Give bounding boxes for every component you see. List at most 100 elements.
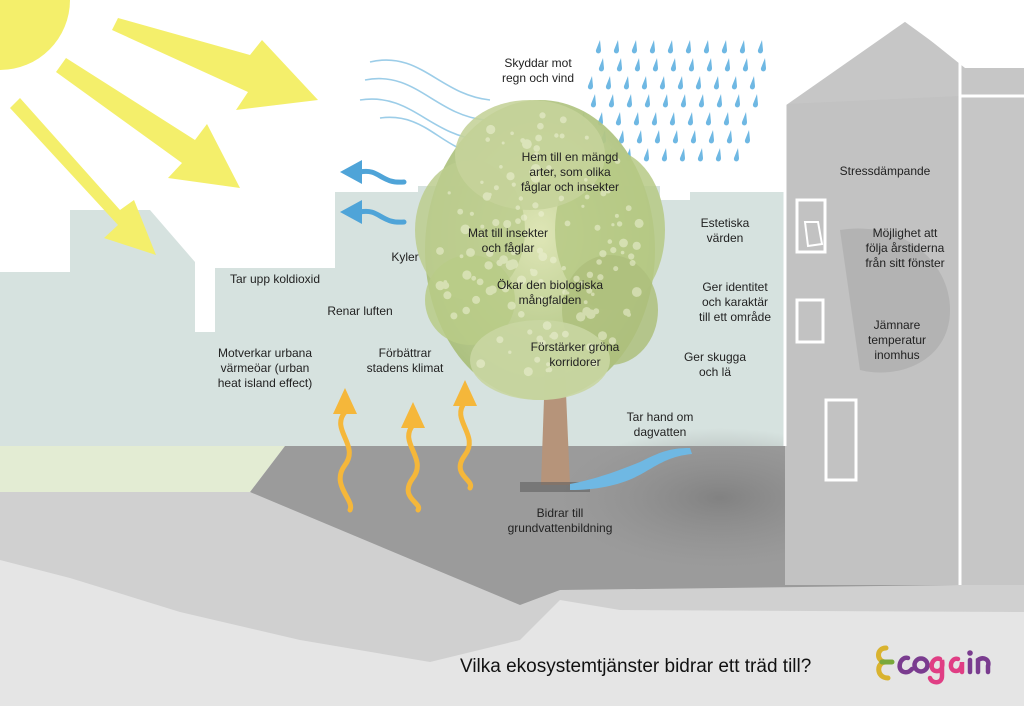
- foliage-speck: [546, 165, 552, 171]
- foliage-speck: [634, 218, 644, 228]
- house: [785, 20, 1024, 585]
- label-food-insects-birds: Mat till insekter och fåglar: [467, 226, 549, 255]
- foliage-speck: [547, 367, 553, 373]
- foliage-speck: [534, 356, 541, 363]
- rain-drop: [636, 130, 642, 144]
- foliage-speck: [614, 158, 621, 164]
- rain-drop: [715, 148, 721, 162]
- foliage-speck: [584, 178, 588, 182]
- foliage-speck: [584, 135, 589, 140]
- foliage-speck: [562, 330, 569, 338]
- rain-drop: [643, 148, 649, 162]
- foliage-speck: [576, 312, 586, 322]
- foliage-speck: [484, 261, 493, 270]
- rain-drop: [605, 76, 611, 90]
- foliage-speck: [486, 124, 496, 135]
- label-green-corridors: Förstärker gröna korridorer: [530, 340, 620, 369]
- foliage-speck: [542, 321, 552, 330]
- rain-drop: [649, 40, 655, 54]
- foliage-speck: [562, 289, 568, 295]
- rain-drop: [706, 58, 712, 72]
- foliage-speck: [508, 259, 519, 269]
- rain-drop: [703, 40, 709, 54]
- foliage-speck: [611, 223, 615, 227]
- sun-rays: [10, 18, 318, 255]
- rain-drop: [633, 112, 639, 126]
- door: [824, 398, 858, 482]
- foliage-speck: [554, 133, 559, 138]
- foliage-speck: [613, 266, 619, 272]
- foliage-speck: [506, 172, 515, 181]
- rain-drop: [616, 58, 622, 72]
- foliage-speck: [625, 205, 632, 212]
- foliage-speck: [516, 275, 527, 285]
- foliage-speck: [538, 278, 544, 285]
- foliage-speck: [443, 280, 448, 284]
- foliage-speck: [629, 260, 636, 266]
- rain-drop: [734, 94, 740, 108]
- rain-drop: [626, 94, 632, 108]
- foliage-speck: [632, 241, 641, 250]
- foliage-speck: [626, 312, 631, 317]
- foliage-speck: [480, 224, 485, 229]
- rain-drop: [669, 112, 675, 126]
- rain-drop: [631, 40, 637, 54]
- label-cleans-air: Renar luften: [327, 304, 393, 318]
- rain-drop: [688, 58, 694, 72]
- foliage-speck: [508, 350, 512, 354]
- foliage-speck: [546, 362, 551, 367]
- rain-drop: [661, 148, 667, 162]
- rain-drop: [741, 112, 747, 126]
- page-title: Vilka ekosystemtjänster bidrar ett träd …: [460, 656, 812, 677]
- foliage-speck: [515, 218, 521, 225]
- foliage-speck: [614, 213, 619, 218]
- rain-drop: [697, 148, 703, 162]
- window-bottom: [795, 298, 825, 344]
- foliage-speck: [496, 336, 504, 344]
- foliage-speck: [584, 194, 590, 200]
- rain-drop: [760, 58, 766, 72]
- foliage-speck: [549, 256, 557, 264]
- foliage-speck: [536, 247, 544, 254]
- foliage-speck: [501, 284, 510, 293]
- foliage-speck: [480, 234, 484, 238]
- rain-drop: [687, 112, 693, 126]
- foliage-speck: [529, 268, 534, 272]
- foliage-speck: [496, 259, 503, 267]
- road-foreground: [0, 560, 1024, 706]
- foliage-speck: [623, 241, 628, 246]
- cooling-arrows: [357, 168, 407, 225]
- rain-drop: [677, 76, 683, 90]
- foliage-speck: [471, 275, 477, 281]
- foliage-speck: [486, 249, 494, 257]
- foliage-speck: [499, 165, 503, 169]
- ecogain-logo: [876, 645, 991, 685]
- foliage-speck: [536, 335, 543, 343]
- foliage-speck: [596, 259, 602, 265]
- foliage-speck: [501, 141, 505, 145]
- label-home-species: Hem till en mängd arter, som olika fågla…: [520, 150, 620, 194]
- foliage-speck: [510, 249, 517, 256]
- foliage-speck: [492, 219, 500, 227]
- foliage-speck: [593, 308, 600, 315]
- rain-drop: [618, 130, 624, 144]
- rain-drop: [752, 94, 758, 108]
- rain-drop: [679, 148, 685, 162]
- foliage-speck: [460, 224, 471, 235]
- label-protects-rain-wind: Skyddar mot regn och vind: [501, 56, 575, 85]
- foliage-speck: [559, 133, 565, 139]
- foliage-speck: [450, 312, 458, 320]
- foliage-speck: [600, 190, 607, 197]
- foliage-speck: [564, 220, 571, 227]
- foliage-speck: [520, 214, 528, 221]
- foliage-speck: [561, 266, 566, 271]
- foliage-speck: [510, 131, 514, 136]
- rain-drop: [685, 40, 691, 54]
- rain-drop: [731, 76, 737, 90]
- rain-drop: [723, 112, 729, 126]
- rain-drop: [739, 40, 745, 54]
- foliage-speck: [532, 152, 540, 160]
- rain-drop: [590, 94, 596, 108]
- foliage-speck: [586, 271, 594, 278]
- rain-drop: [644, 94, 650, 108]
